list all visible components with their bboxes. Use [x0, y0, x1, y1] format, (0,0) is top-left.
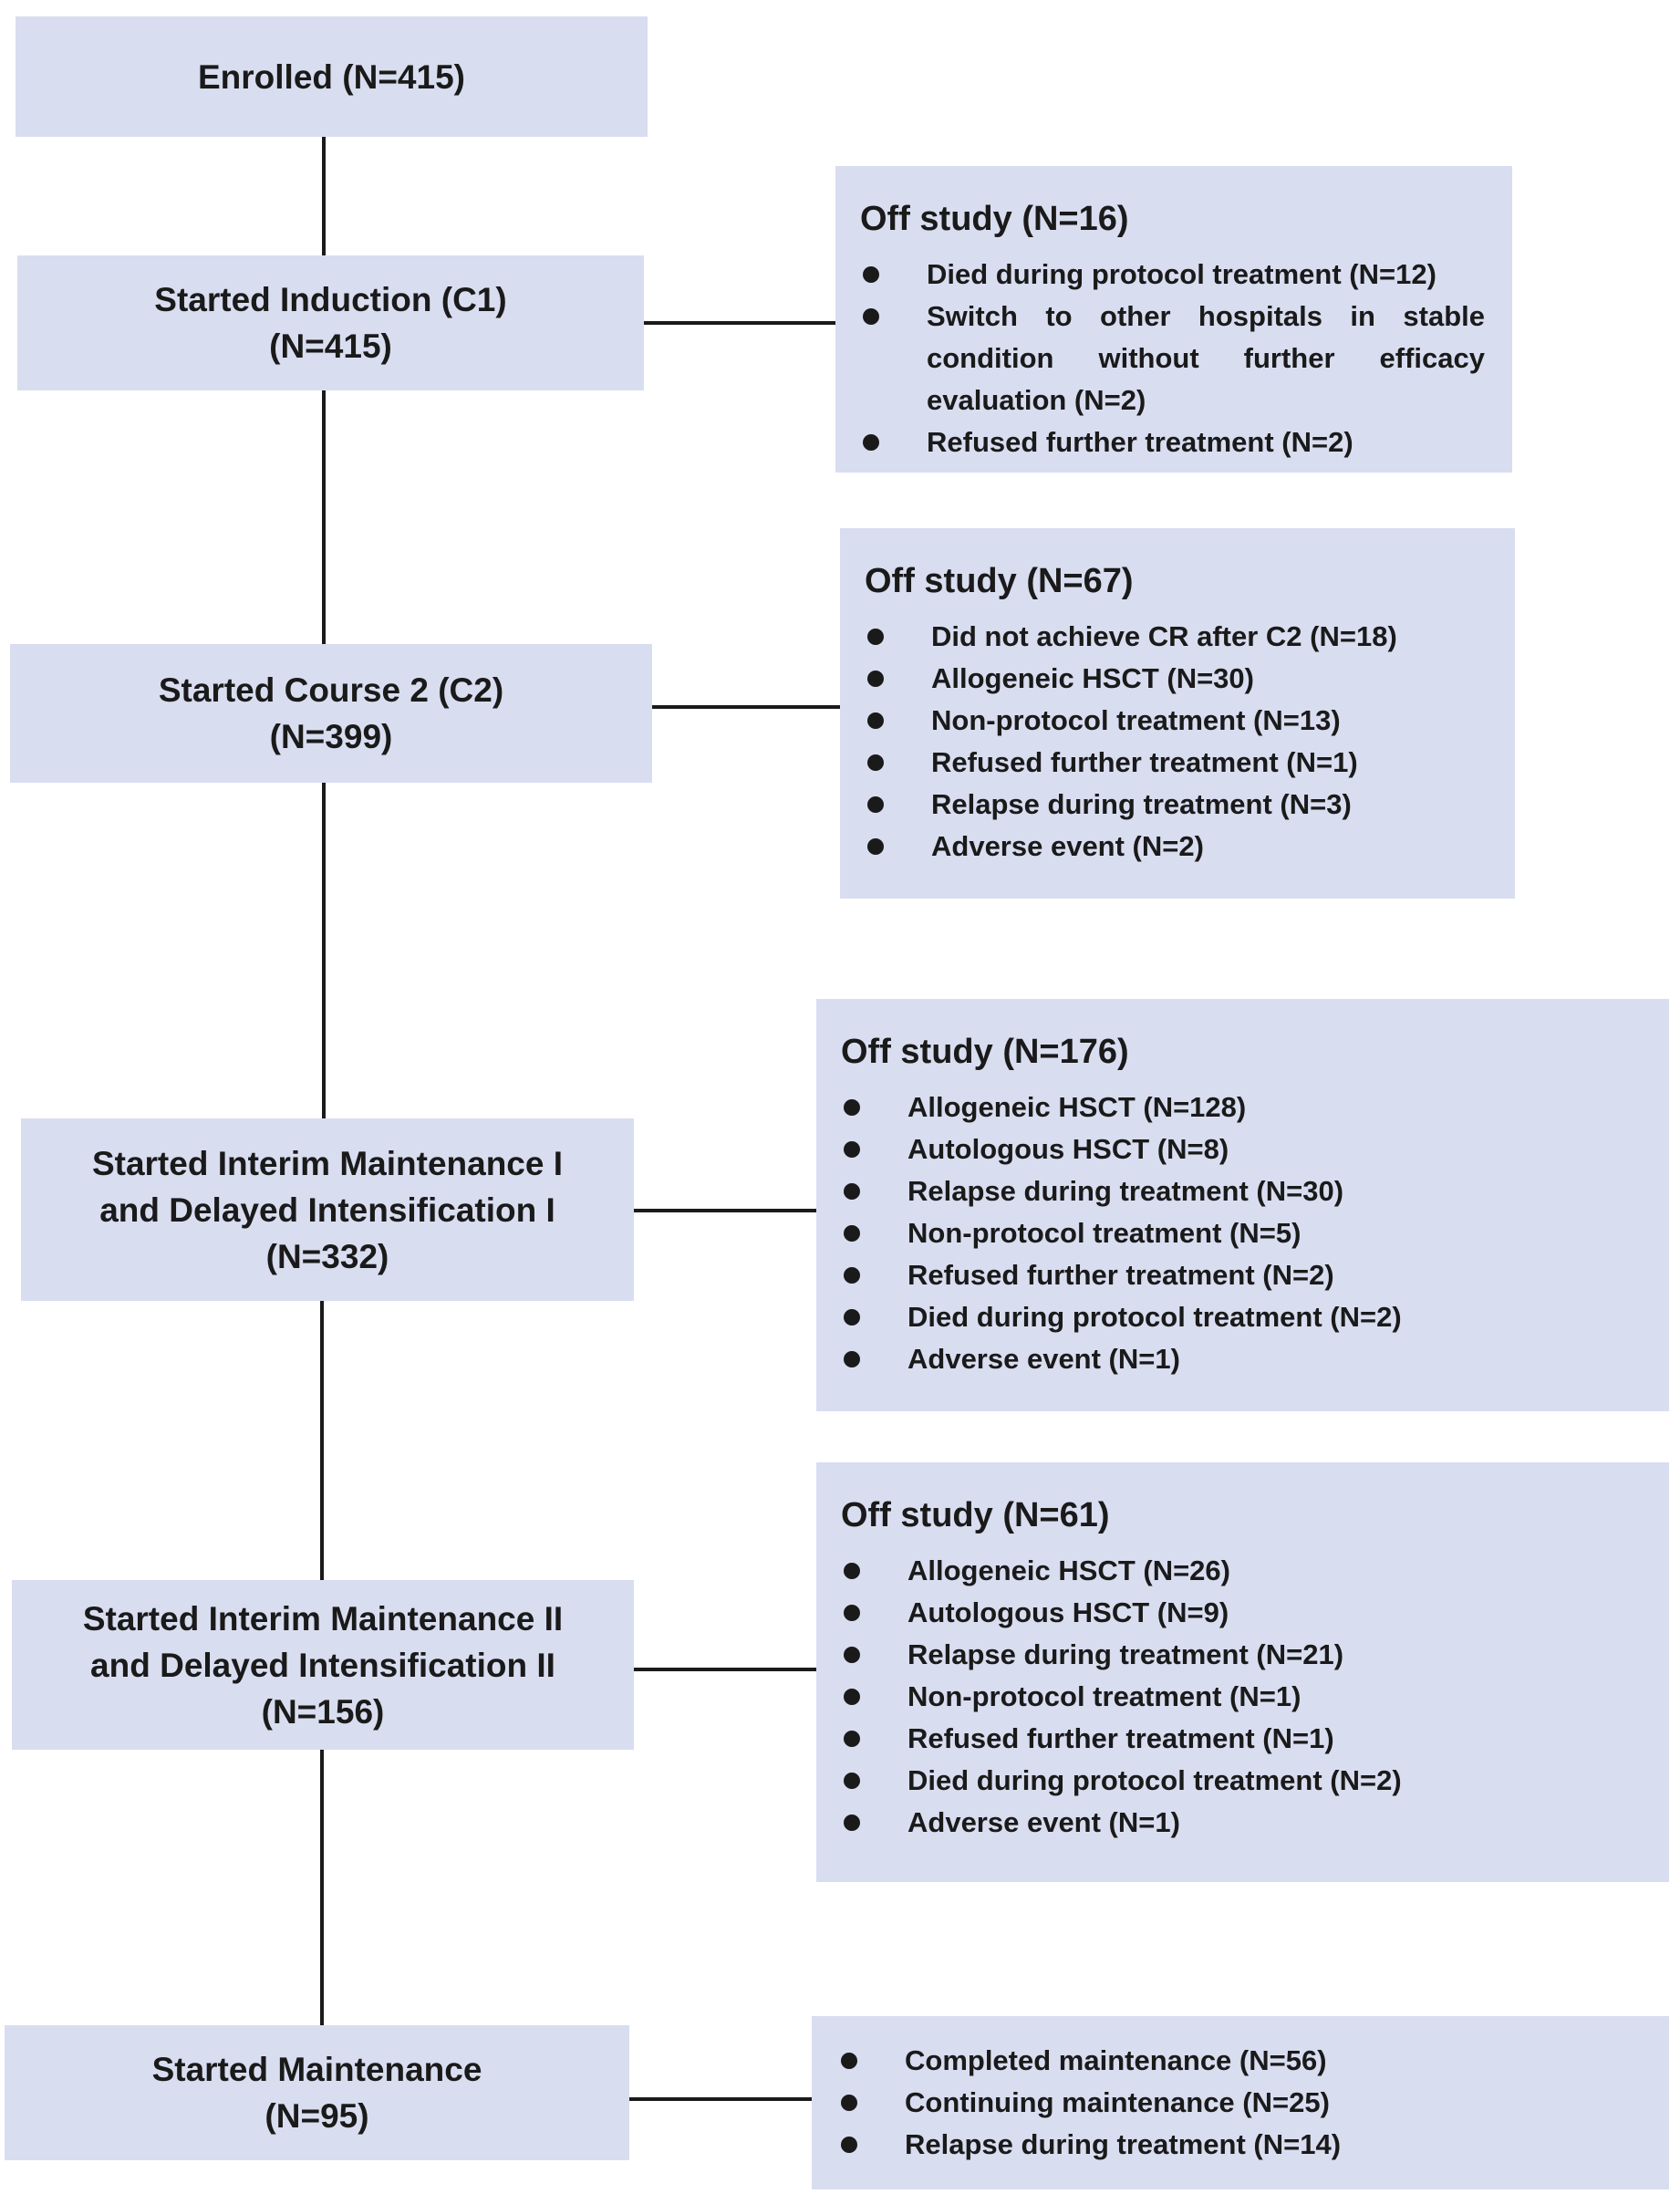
- stage-count: (N=156): [261, 1692, 385, 1731]
- list-item: Relapse during treatment (N=14): [812, 2124, 1669, 2166]
- flow-connector: [322, 137, 326, 255]
- stage-course-2: Started Course 2 (C2) (N=399): [10, 644, 652, 783]
- list-item: Refused further treatment (N=1): [840, 742, 1515, 784]
- bullet-icon: [867, 838, 884, 855]
- list-item: Did not achieve CR after C2 (N=18): [840, 616, 1515, 658]
- branch-connector: [644, 321, 835, 325]
- list-item: Adverse event (N=1): [816, 1338, 1669, 1380]
- bullet-icon: [841, 2095, 857, 2111]
- stage-line: Started Interim Maintenance II: [82, 1599, 564, 1638]
- list-item: Continuing maintenance (N=25): [812, 2082, 1669, 2124]
- list-item: Relapse during treatment (N=3): [840, 784, 1515, 826]
- offstudy-title: Off study (N=61): [841, 1496, 1110, 1534]
- list-item: Adverse event (N=2): [840, 826, 1515, 868]
- bullet-icon: [844, 1099, 860, 1116]
- bullet-icon: [863, 266, 879, 283]
- list-item: Allogeneic HSCT (N=128): [816, 1087, 1669, 1128]
- stage-count: (N=95): [264, 2097, 369, 2135]
- offstudy-box-induction: Off study (N=16) Died during protocol tr…: [835, 166, 1512, 473]
- list-item: Non-protocol treatment (N=5): [816, 1212, 1669, 1254]
- offstudy-list: Allogeneic HSCT (N=128) Autologous HSCT …: [816, 1087, 1669, 1380]
- bullet-icon: [867, 671, 884, 687]
- offstudy-box-interim-2: Off study (N=61) Allogeneic HSCT (N=26) …: [816, 1462, 1669, 1882]
- list-item: Switch to other hospitals in stable cond…: [835, 296, 1485, 421]
- stage-interim-maintenance-2: Started Interim Maintenance II and Delay…: [12, 1580, 634, 1750]
- outcome-list: Completed maintenance (N=56) Continuing …: [812, 2040, 1669, 2166]
- bullet-icon: [844, 1309, 860, 1326]
- bullet-icon: [844, 1141, 860, 1158]
- stage-count: (N=399): [269, 718, 393, 755]
- bullet-icon: [844, 1225, 860, 1242]
- offstudy-box-course-2: Off study (N=67) Did not achieve CR afte…: [840, 528, 1515, 899]
- bullet-icon: [841, 2053, 857, 2069]
- stage-interim-maintenance-1: Started Interim Maintenance I and Delaye…: [21, 1118, 634, 1301]
- outcome-box-maintenance: Completed maintenance (N=56) Continuing …: [812, 2016, 1669, 2189]
- offstudy-list: Did not achieve CR after C2 (N=18) Allog…: [840, 616, 1515, 868]
- bullet-icon: [844, 1731, 860, 1747]
- bullet-icon: [863, 308, 879, 325]
- branch-connector: [652, 705, 840, 709]
- branch-connector: [634, 1209, 816, 1212]
- bullet-icon: [844, 1183, 860, 1200]
- list-item: Completed maintenance (N=56): [812, 2040, 1669, 2082]
- list-item: Died during protocol treatment (N=2): [816, 1296, 1669, 1338]
- bullet-icon: [863, 434, 879, 451]
- list-item: Relapse during treatment (N=30): [816, 1170, 1669, 1212]
- stage-line: and Delayed Intensification II: [90, 1646, 555, 1684]
- offstudy-title: Off study (N=176): [841, 1033, 1129, 1071]
- branch-connector: [629, 2097, 812, 2101]
- stage-line: Started Interim Maintenance I: [91, 1144, 564, 1182]
- flow-connector: [320, 1301, 324, 1580]
- stage-line: Started Maintenance: [151, 2051, 482, 2088]
- list-item: Died during protocol treatment (N=12): [835, 254, 1485, 296]
- list-item: Refused further treatment (N=2): [835, 421, 1485, 463]
- offstudy-box-interim-1: Off study (N=176) Allogeneic HSCT (N=128…: [816, 999, 1669, 1411]
- offstudy-title: Off study (N=16): [860, 200, 1129, 238]
- bullet-icon: [841, 2137, 857, 2153]
- stage-count: (N=332): [265, 1237, 389, 1275]
- bullet-icon: [844, 1689, 860, 1705]
- flow-connector: [320, 1750, 324, 2025]
- branch-connector: [634, 1668, 816, 1671]
- stage-line: Started Induction (C1): [154, 281, 507, 318]
- stage-line: and Delayed Intensification I: [99, 1191, 555, 1229]
- list-item: Autologous HSCT (N=9): [816, 1592, 1669, 1634]
- flow-connector: [322, 390, 326, 644]
- list-item: Allogeneic HSCT (N=26): [816, 1550, 1669, 1592]
- stage-line: Started Course 2 (C2): [158, 671, 504, 709]
- bullet-icon: [844, 1267, 860, 1284]
- flow-connector: [322, 783, 326, 1118]
- bullet-icon: [844, 1814, 860, 1831]
- bullet-icon: [844, 1773, 860, 1789]
- stage-enrolled: Enrolled (N=415): [16, 16, 648, 137]
- list-item: Refused further treatment (N=2): [816, 1254, 1669, 1296]
- list-item: Autologous HSCT (N=8): [816, 1128, 1669, 1170]
- list-item: Refused further treatment (N=1): [816, 1718, 1669, 1760]
- list-item: Relapse during treatment (N=21): [816, 1634, 1669, 1676]
- stage-maintenance: Started Maintenance (N=95): [5, 2025, 629, 2160]
- list-item: Non-protocol treatment (N=1): [816, 1676, 1669, 1718]
- bullet-icon: [867, 754, 884, 771]
- stage-line: Enrolled (N=415): [197, 57, 465, 96]
- bullet-icon: [867, 712, 884, 729]
- bullet-icon: [844, 1647, 860, 1663]
- offstudy-title: Off study (N=67): [865, 562, 1134, 600]
- bullet-icon: [844, 1351, 860, 1367]
- offstudy-list: Died during protocol treatment (N=12) Sw…: [835, 254, 1512, 463]
- list-item: Allogeneic HSCT (N=30): [840, 658, 1515, 700]
- list-item: Adverse event (N=1): [816, 1802, 1669, 1844]
- bullet-icon: [844, 1605, 860, 1621]
- stage-induction: Started Induction (C1) (N=415): [17, 255, 644, 390]
- offstudy-list: Allogeneic HSCT (N=26) Autologous HSCT (…: [816, 1550, 1669, 1844]
- bullet-icon: [844, 1563, 860, 1579]
- bullet-icon: [867, 629, 884, 645]
- bullet-icon: [867, 796, 884, 813]
- stage-count: (N=415): [269, 328, 392, 365]
- list-item: Died during protocol treatment (N=2): [816, 1760, 1669, 1802]
- list-item: Non-protocol treatment (N=13): [840, 700, 1515, 742]
